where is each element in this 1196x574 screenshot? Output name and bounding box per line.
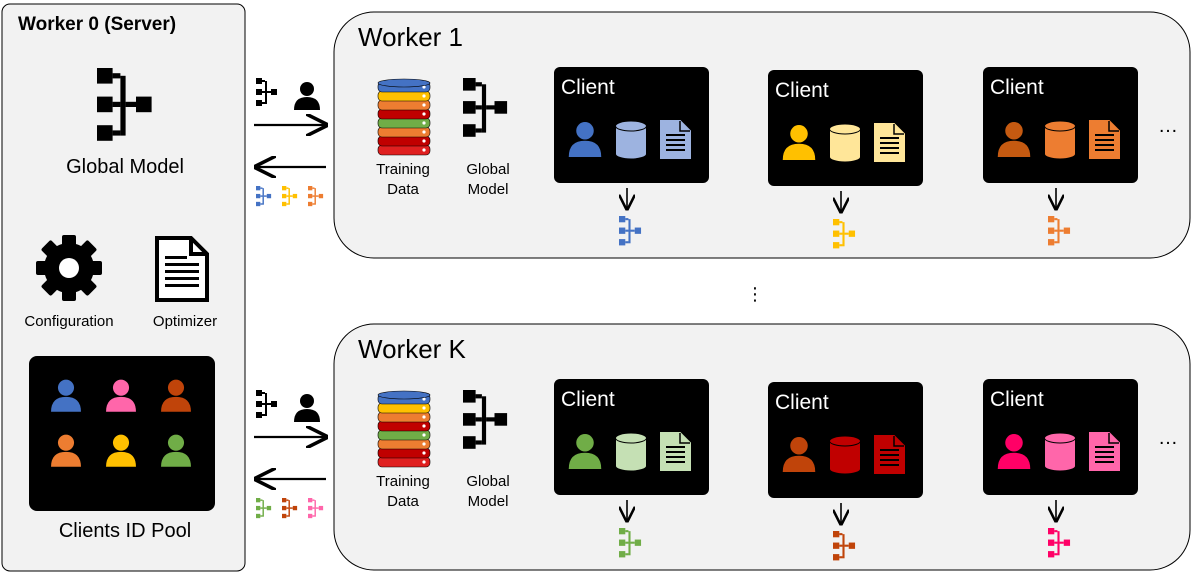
client-document-icon <box>660 120 691 159</box>
worker-title: Worker 1 <box>358 22 463 52</box>
returned-model-icon <box>282 186 298 207</box>
returned-model-icon <box>308 498 324 519</box>
training-data-icon <box>377 390 431 468</box>
client-box: Client <box>554 379 709 495</box>
client-document-icon <box>660 432 691 471</box>
client-label: Client <box>990 76 1044 99</box>
client-label: Client <box>775 391 829 414</box>
person-icon <box>294 82 320 110</box>
client-document-icon <box>1089 432 1120 471</box>
client-data-icon <box>829 435 861 475</box>
model-icon <box>256 390 277 418</box>
horizontal-ellipsis: … <box>1158 115 1178 137</box>
returned-model-icon <box>256 498 272 519</box>
returned-model-icon <box>308 186 324 207</box>
training-data-icon <box>377 78 431 156</box>
client-box: Client <box>768 382 923 498</box>
client-box: Client <box>983 379 1138 495</box>
clients-pool-label: Clients ID Pool <box>59 520 191 542</box>
client-document-icon <box>874 123 905 162</box>
client-document-icon <box>1089 120 1120 159</box>
gear-icon <box>36 235 102 301</box>
worker-title: Worker K <box>358 334 467 364</box>
returned-model-icon <box>282 498 298 519</box>
returned-model-icon <box>256 186 272 207</box>
server-title: Worker 0 (Server) <box>18 14 176 35</box>
client-box: Client <box>768 70 923 186</box>
client-label: Client <box>990 388 1044 411</box>
client-data-icon <box>829 123 861 163</box>
document-icon <box>155 236 209 302</box>
client-label: Client <box>775 79 829 102</box>
server-panel: Worker 0 (Server) Global Model Configura… <box>1 3 246 572</box>
optimizer-label: Optimizer <box>153 313 217 330</box>
clients-id-pool <box>29 356 215 511</box>
client-label: Client <box>561 388 615 411</box>
client-data-icon <box>615 432 647 472</box>
configuration-label: Configuration <box>24 313 113 330</box>
client-data-icon <box>1044 120 1076 160</box>
client-data-icon <box>1044 432 1076 472</box>
client-box: Client <box>983 67 1138 183</box>
client-box: Client <box>554 67 709 183</box>
client-label: Client <box>561 76 615 99</box>
client-data-icon <box>615 120 647 160</box>
horizontal-ellipsis: … <box>1158 427 1178 449</box>
person-icon <box>294 394 320 422</box>
client-document-icon <box>874 435 905 474</box>
vertical-ellipsis: ⋮ <box>746 284 764 304</box>
model-icon <box>256 78 277 106</box>
global-model-label: Global Model <box>66 156 184 178</box>
